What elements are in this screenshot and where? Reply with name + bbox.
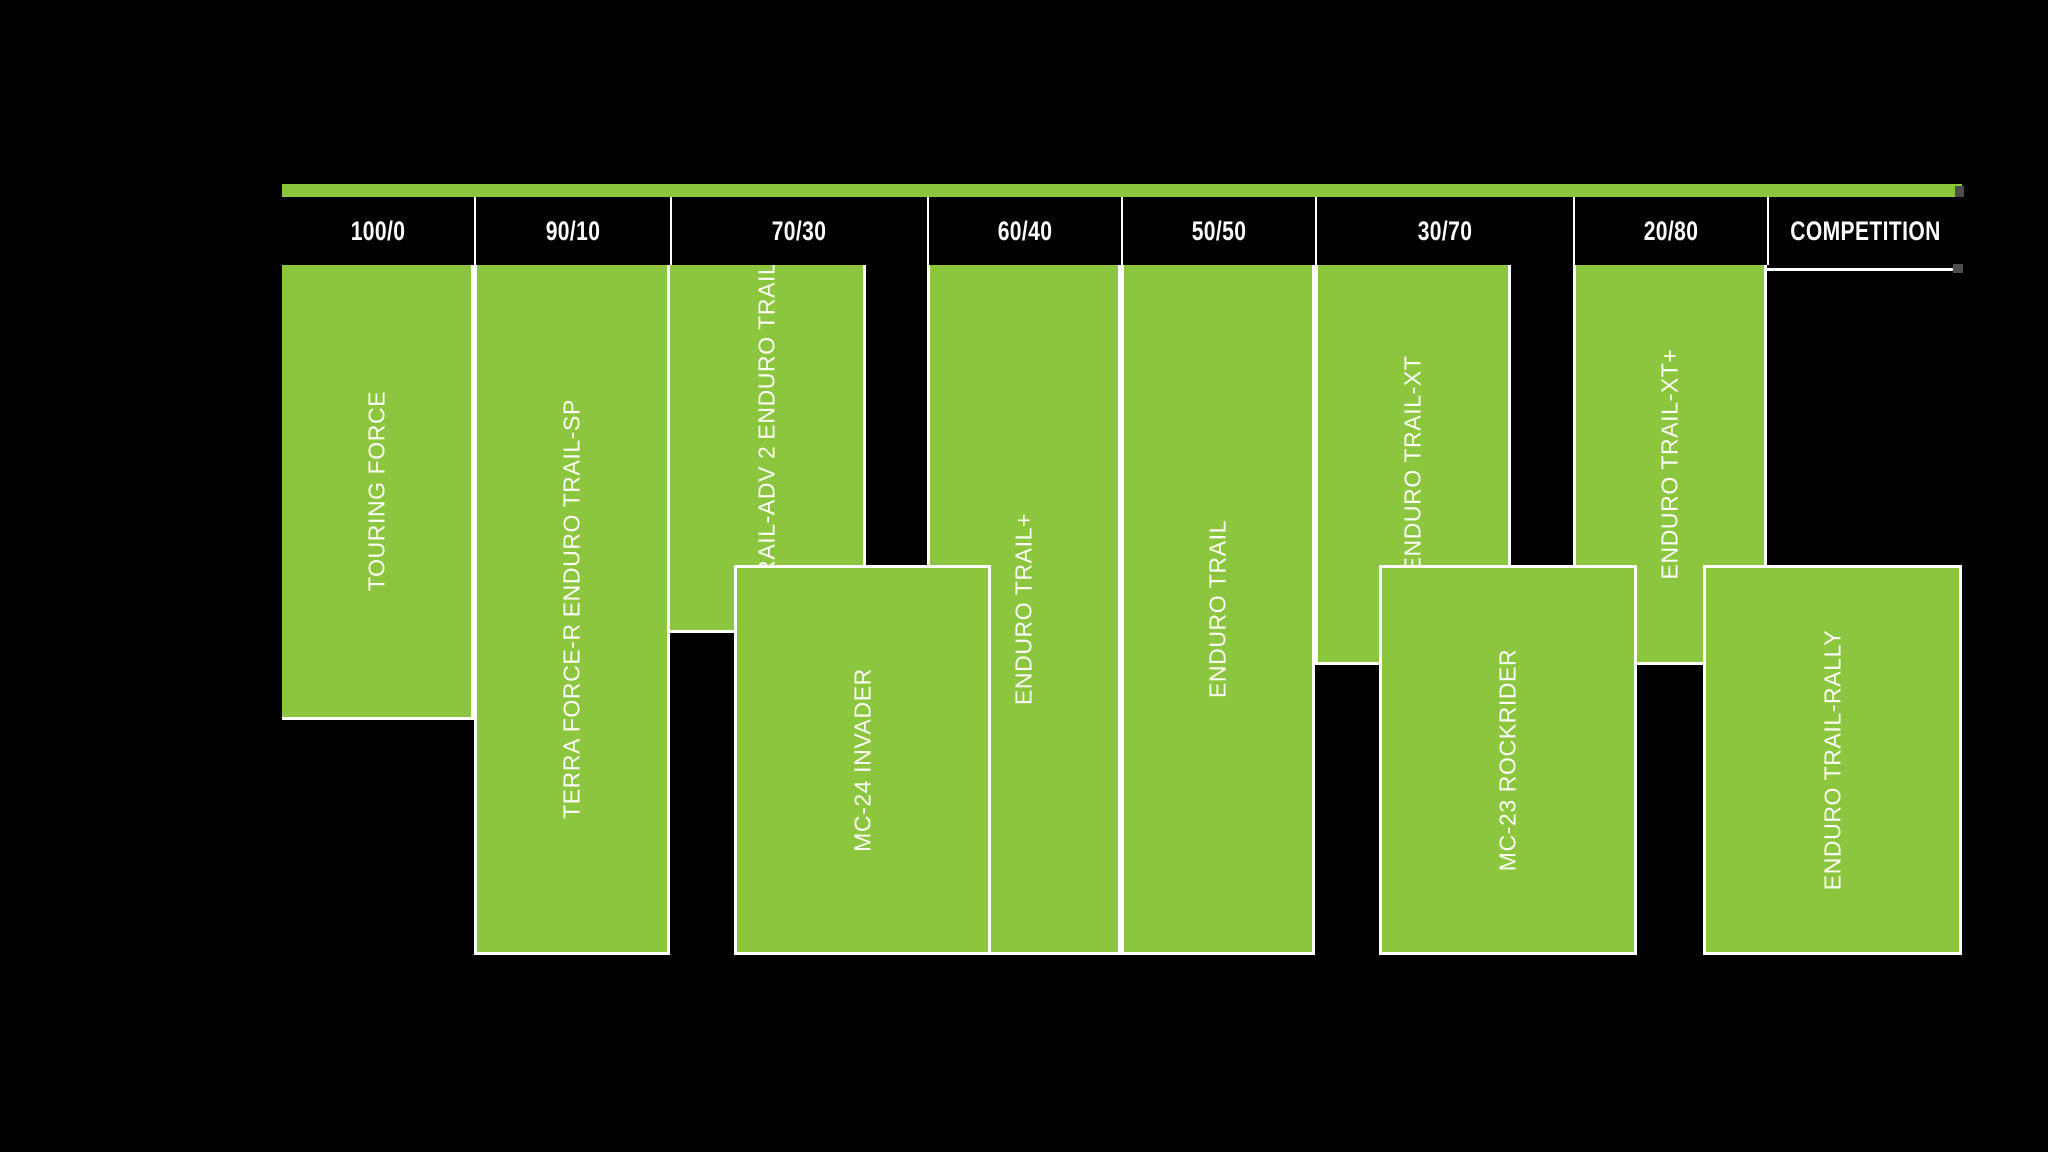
ratio-header-row: 100/0 90/10 70/30 60/40 50/50 30/70 20/8… — [282, 197, 1962, 265]
bar-label-group: MC-24 INVADER — [848, 668, 875, 852]
header-cell-competition[interactable]: COMPETITION — [1767, 197, 1962, 265]
accent-bar-end-cap — [1955, 186, 1964, 197]
bar-label-group: ENDURO TRAIL-XT — [1399, 355, 1426, 572]
competition-end-cap — [1953, 264, 1963, 273]
bar-label: MC-24 INVADER — [848, 668, 875, 852]
header-label: 30/70 — [1417, 215, 1473, 246]
bar-label-group: ENDURO TRAIL — [1204, 519, 1231, 698]
header-label: 20/80 — [1643, 215, 1699, 246]
bar-terra-force-r[interactable]: TERRA FORCE-R ENDURO TRAIL-SP — [474, 265, 670, 955]
top-accent-bar — [282, 184, 1962, 197]
bar-label-group: ENDURO TRAIL-RALLY — [1818, 629, 1845, 891]
bar-label: ENDURO TRAIL-XT — [1399, 355, 1426, 572]
bar-label: TERRA FORCE-R — [558, 622, 585, 819]
bar-touring-force[interactable]: TOURING FORCE — [282, 265, 474, 720]
bar-label-group: ENDURO TRAIL+ — [1010, 512, 1037, 705]
header-label: 100/0 — [350, 215, 406, 246]
bar-label: ENDURO TRAIL — [1204, 519, 1231, 698]
bar-label: ENDURO TRAIL-ADV* — [752, 265, 779, 440]
bar-label: ENDURO TRAIL-SP — [558, 398, 585, 617]
bar-label: ENDURO TRAIL+ — [1010, 512, 1037, 705]
header-cell-70-30[interactable]: 70/30 — [670, 197, 927, 265]
bar-label-group: TERRA FORCE-R ENDURO TRAIL-SP — [558, 398, 585, 819]
competition-underline — [1762, 268, 1955, 271]
header-cell-100-0[interactable]: 100/0 — [282, 197, 474, 265]
header-cell-60-40[interactable]: 60/40 — [927, 197, 1121, 265]
header-cell-30-70[interactable]: 30/70 — [1315, 197, 1573, 265]
header-label: 70/30 — [772, 215, 827, 246]
bar-label-group: TOURING FORCE — [362, 390, 389, 592]
header-label: 60/40 — [997, 215, 1053, 246]
bar-label-group: ENDURO TRAIL-XT+ — [1656, 348, 1683, 579]
bar-enduro-trail-rally[interactable]: ENDURO TRAIL-RALLY — [1703, 565, 1962, 955]
bar-label: MC-23 ROCKRIDER — [1494, 648, 1521, 872]
bar-enduro-trail[interactable]: ENDURO TRAIL — [1121, 265, 1315, 955]
bar-mc-24-invader[interactable]: MC-24 INVADER — [734, 565, 991, 955]
bar-label-group: MC-23 ROCKRIDER — [1494, 648, 1521, 872]
header-cell-50-50[interactable]: 50/50 — [1121, 197, 1315, 265]
header-cell-90-10[interactable]: 90/10 — [474, 197, 670, 265]
plot-area: TOURING FORCE TERRA FORCE-R ENDURO TRAIL… — [282, 265, 1962, 955]
bar-mc-23-rockrider[interactable]: MC-23 ROCKRIDER — [1379, 565, 1637, 955]
header-label: COMPETITION — [1790, 215, 1941, 246]
header-label: 50/50 — [1191, 215, 1247, 246]
header-label: 90/10 — [545, 215, 601, 246]
header-cell-20-80[interactable]: 20/80 — [1573, 197, 1767, 265]
bar-label: ENDURO TRAIL-RALLY — [1818, 629, 1845, 891]
bar-label: TOURING FORCE — [362, 390, 389, 592]
bar-label: ENDURO TRAIL-XT+ — [1656, 348, 1683, 579]
